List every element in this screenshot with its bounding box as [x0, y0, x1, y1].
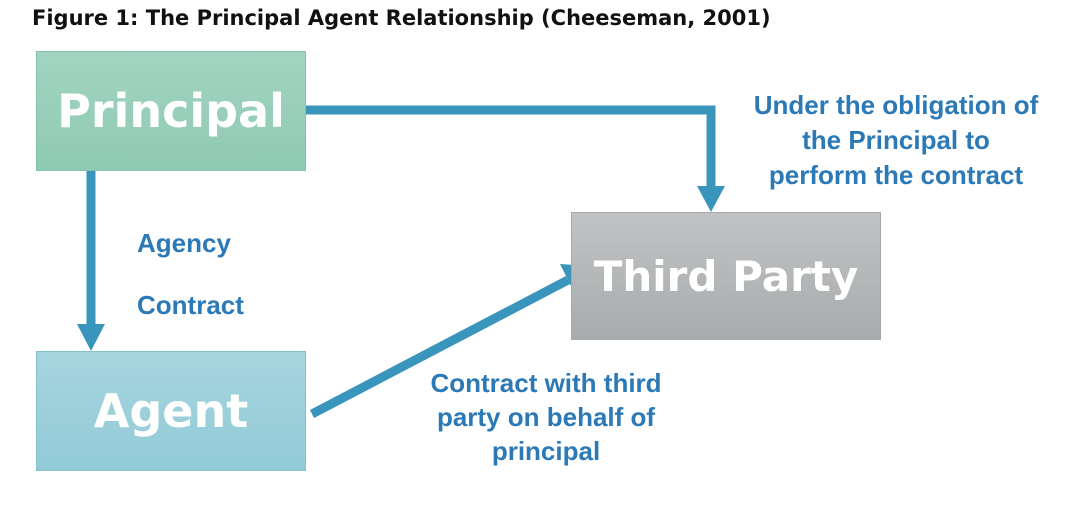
principal-to-agent-arrow — [77, 171, 105, 351]
obligation-line-3: perform the contract — [768, 160, 1024, 190]
contract-third-party-annotation: Contract with third party on behalf of p… — [400, 366, 692, 468]
contract-annotation: Contract — [137, 290, 244, 320]
contract-third-line-2: party on behalf of — [436, 402, 656, 432]
obligation-line-2: the Principal to — [802, 125, 990, 155]
obligation-line-1: Under the obligation of — [753, 90, 1039, 120]
agency-annotation: Agency — [137, 228, 231, 258]
obligation-annotation: Under the obligation of the Principal to… — [716, 88, 1076, 193]
figure-title: Figure 1: The Principal Agent Relationsh… — [32, 6, 771, 30]
agent-label: Agent — [93, 384, 249, 438]
principal-label: Principal — [57, 84, 285, 138]
principal-node: Principal — [36, 51, 306, 171]
third-party-label: Third Party — [593, 251, 859, 301]
third-party-node: Third Party — [571, 212, 881, 340]
contract-third-line-1: Contract with third — [430, 368, 662, 398]
agent-node: Agent — [36, 351, 306, 471]
principal-to-third-party-arrow — [306, 105, 725, 212]
contract-third-line-3: principal — [491, 436, 601, 466]
